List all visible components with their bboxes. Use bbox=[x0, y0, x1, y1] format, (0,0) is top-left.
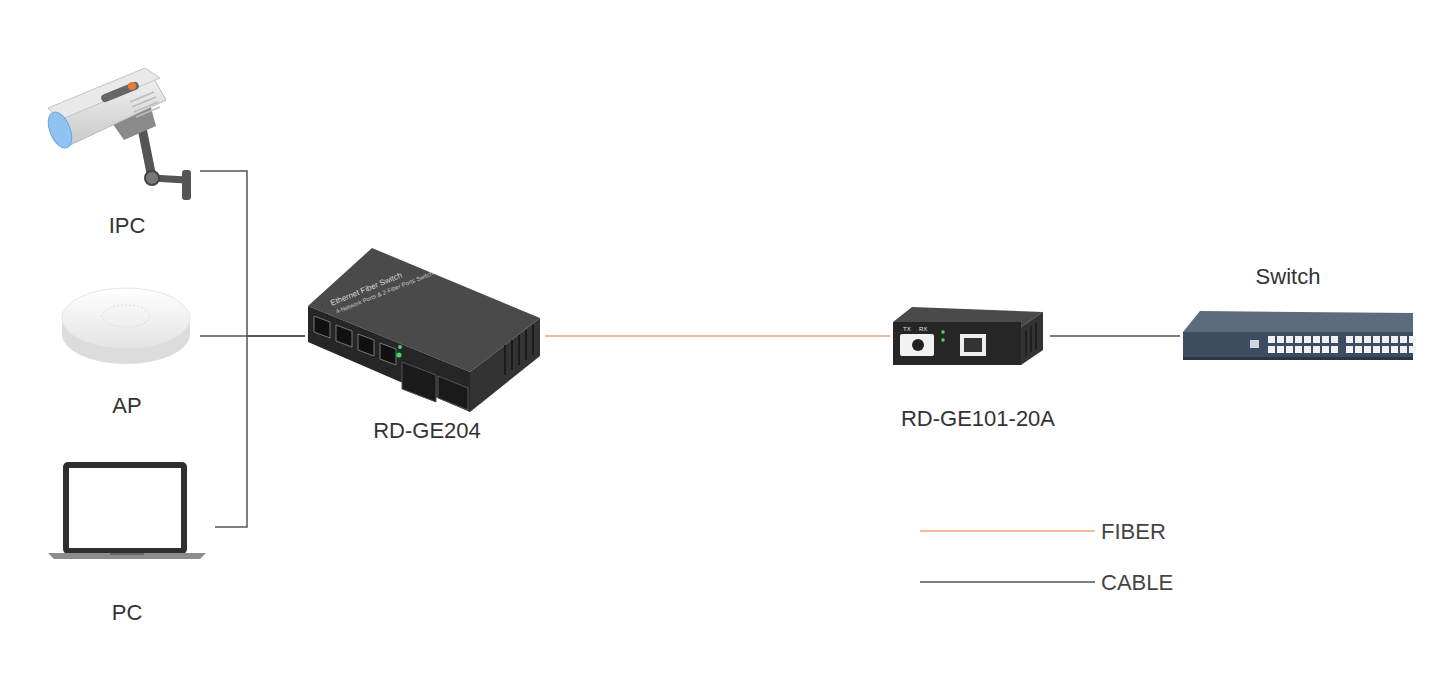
fiber-switch-icon bbox=[308, 248, 540, 412]
device-label: PC bbox=[112, 600, 143, 626]
camera-icon bbox=[44, 68, 191, 200]
device-label: IPC bbox=[109, 213, 146, 239]
network-switch-icon bbox=[1183, 311, 1416, 360]
media-converter-node: RD-GE101-20A bbox=[890, 300, 1050, 435]
access-point-icon bbox=[62, 288, 190, 364]
legend-entry: CABLE bbox=[918, 569, 990, 597]
legend-line-sample bbox=[918, 518, 1098, 546]
media-converter-icon bbox=[893, 307, 1043, 365]
legend-line-sample bbox=[918, 569, 1098, 597]
device-label: RD-GE101-20A bbox=[901, 406, 1055, 432]
ethernet-cable bbox=[1050, 336, 1180, 337]
housing-print: TX bbox=[903, 326, 911, 332]
camera-node: IPC bbox=[40, 65, 200, 240]
laptop-icon bbox=[48, 462, 206, 559]
legend-text: FIBER bbox=[1101, 519, 1166, 544]
switch-node: Switch bbox=[1180, 262, 1420, 367]
ethernet-cable bbox=[215, 336, 305, 527]
device-label: RD-GE204 bbox=[373, 418, 481, 444]
access-point-node: AP bbox=[55, 280, 200, 420]
pc-node: PC bbox=[45, 458, 215, 628]
legend-entry: FIBER bbox=[918, 518, 983, 546]
fiber-link bbox=[545, 336, 890, 337]
device-label: AP bbox=[112, 393, 141, 419]
legend-text: CABLE bbox=[1101, 570, 1173, 595]
housing-print: RX bbox=[919, 326, 927, 332]
ethernet-cable bbox=[200, 171, 305, 336]
device-label: Switch bbox=[1256, 264, 1321, 290]
